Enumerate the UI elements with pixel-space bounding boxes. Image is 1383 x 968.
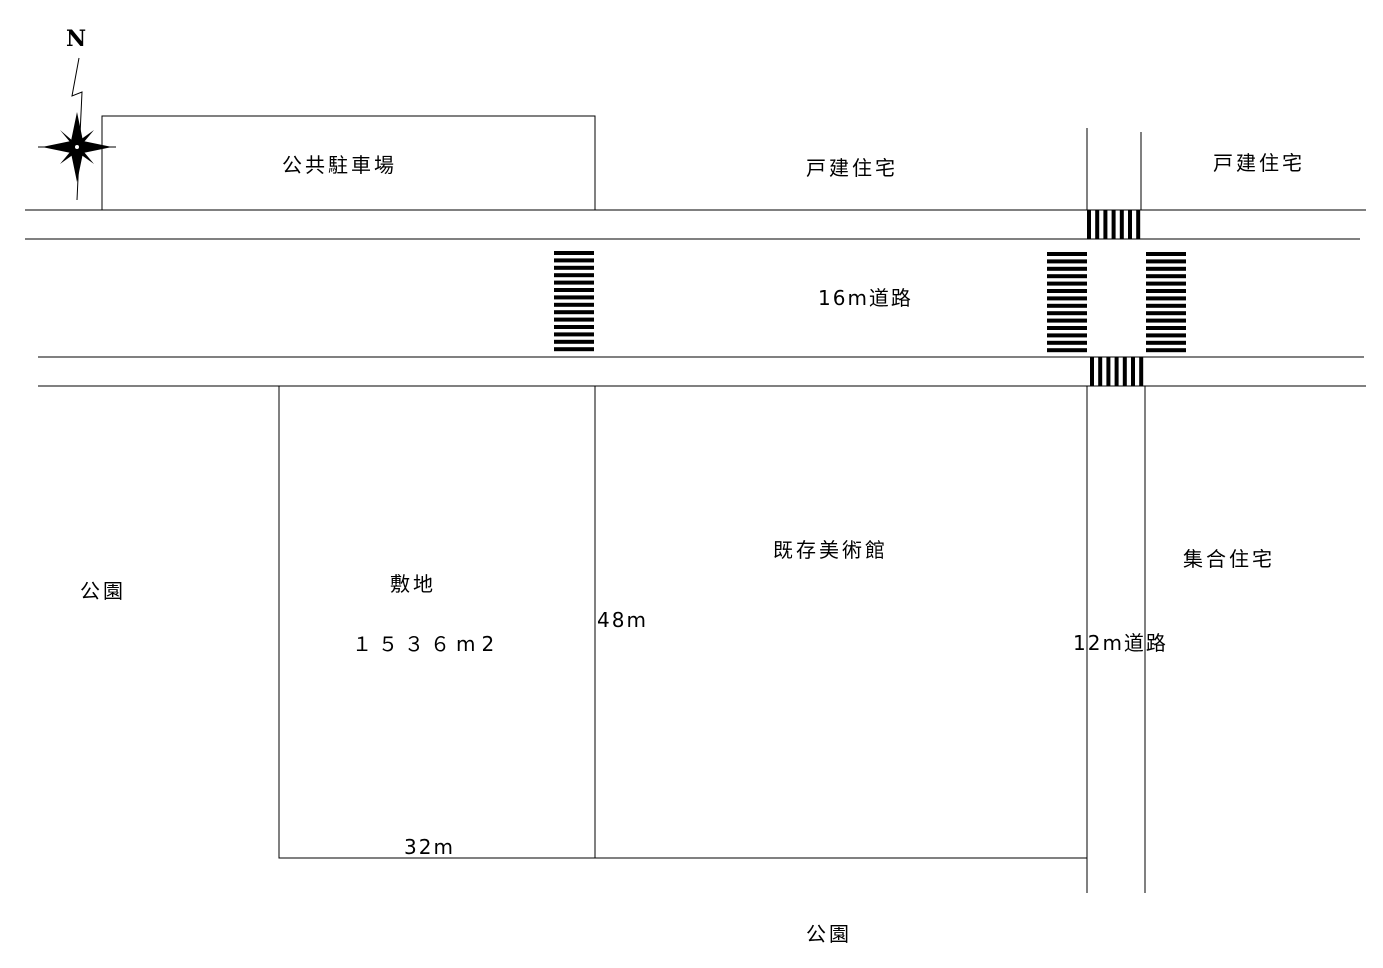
crosswalk-stripe-mid xyxy=(554,265,594,270)
park-label-left: 公園 xyxy=(80,579,126,603)
road-16m-label: 16m道路 xyxy=(818,286,913,310)
crosswalk-stripe-east xyxy=(1146,318,1186,323)
crosswalk-stripe-south xyxy=(1122,357,1127,386)
crosswalk-stripe-east xyxy=(1146,281,1186,286)
crosswalk-stripe-west xyxy=(1047,274,1087,279)
crosswalk-stripe-mid xyxy=(554,317,594,322)
apartment-label: 集合住宅 xyxy=(1183,547,1275,571)
crosswalk-stripe-mid xyxy=(554,258,594,263)
crosswalk-stripe-north xyxy=(1128,210,1132,239)
crosswalk-stripe-south xyxy=(1090,357,1094,386)
crosswalk-stripe-north xyxy=(1119,210,1124,239)
site-boundary xyxy=(278,386,595,859)
crosswalk-stripe-east xyxy=(1146,333,1186,338)
dimension-32m-label: 32m xyxy=(404,835,455,859)
crosswalk-stripe-west xyxy=(1047,259,1087,264)
park-label-bottom: 公園 xyxy=(806,922,852,946)
crosswalk-stripe-north xyxy=(1087,210,1091,239)
site-label: 敷地 xyxy=(390,572,436,596)
crosswalk-stripe-east xyxy=(1146,340,1186,345)
crosswalk-stripe-east xyxy=(1146,303,1186,308)
crosswalk-stripe-west xyxy=(1047,311,1087,316)
crosswalk-stripe-north xyxy=(1095,210,1100,239)
crosswalk-stripe-west xyxy=(1047,252,1087,256)
crosswalk-stripe-mid xyxy=(554,332,594,337)
crosswalk-stripe-east xyxy=(1146,289,1186,293)
crosswalk-stripe-east xyxy=(1146,326,1186,330)
crosswalk-stripe-east xyxy=(1146,259,1186,264)
north-label: N xyxy=(66,26,86,52)
crosswalk-stripe-south xyxy=(1139,357,1144,386)
dimension-48m-label: 48m xyxy=(597,608,648,632)
crosswalk-stripe-east xyxy=(1146,252,1186,256)
crosswalk-stripe-south xyxy=(1098,357,1103,386)
crosswalk-stripe-north xyxy=(1103,210,1108,239)
crosswalk-stripe-north xyxy=(1111,210,1116,239)
house-label-right: 戸建住宅 xyxy=(1213,151,1305,175)
crosswalk-stripe-east xyxy=(1146,296,1186,301)
house-label-center: 戸建住宅 xyxy=(806,156,898,180)
crosswalk-stripe-south xyxy=(1114,357,1119,386)
crosswalk-stripe-west xyxy=(1047,296,1087,301)
crosswalk-stripe-west xyxy=(1047,333,1087,338)
crosswalk-stripe-mid xyxy=(554,302,594,307)
crosswalk-stripe-east xyxy=(1146,311,1186,316)
crosswalk-stripe-mid xyxy=(554,273,594,278)
crosswalk-stripe-west xyxy=(1047,348,1087,353)
crosswalk-stripe-mid xyxy=(554,325,594,329)
crosswalk-stripe-north xyxy=(1136,210,1141,239)
parking-label: 公共駐車場 xyxy=(282,153,397,177)
crosswalk-stripe-south xyxy=(1106,357,1111,386)
crosswalk-stripe-mid xyxy=(554,347,594,352)
crosswalk-stripe-south xyxy=(1131,357,1135,386)
crosswalk-stripe-mid xyxy=(554,295,594,300)
site-area-label: １５３６m2 xyxy=(352,632,500,656)
museum-label: 既存美術館 xyxy=(773,538,888,562)
parking-lot-outline xyxy=(101,115,596,210)
crosswalk-stripe-west xyxy=(1047,281,1087,286)
road-12m-label: 12m道路 xyxy=(1073,631,1168,655)
crosswalk-stripe-west xyxy=(1047,326,1087,330)
crosswalk-stripe-mid xyxy=(554,310,594,315)
crosswalks xyxy=(554,210,1186,386)
crosswalk-stripe-mid xyxy=(554,288,594,292)
crosswalk-stripe-mid xyxy=(554,280,594,285)
crosswalk-stripe-mid xyxy=(554,251,594,255)
crosswalk-stripe-west xyxy=(1047,340,1087,345)
crosswalk-stripe-west xyxy=(1047,318,1087,323)
crosswalk-stripe-west xyxy=(1047,289,1087,293)
crosswalk-stripe-east xyxy=(1146,266,1186,271)
crosswalk-stripe-west xyxy=(1047,266,1087,271)
crosswalk-stripe-mid xyxy=(554,339,594,344)
compass-rose-icon xyxy=(38,57,116,201)
crosswalk-stripe-east xyxy=(1146,274,1186,279)
crosswalk-stripe-west xyxy=(1047,303,1087,308)
crosswalk-stripe-east xyxy=(1146,348,1186,353)
